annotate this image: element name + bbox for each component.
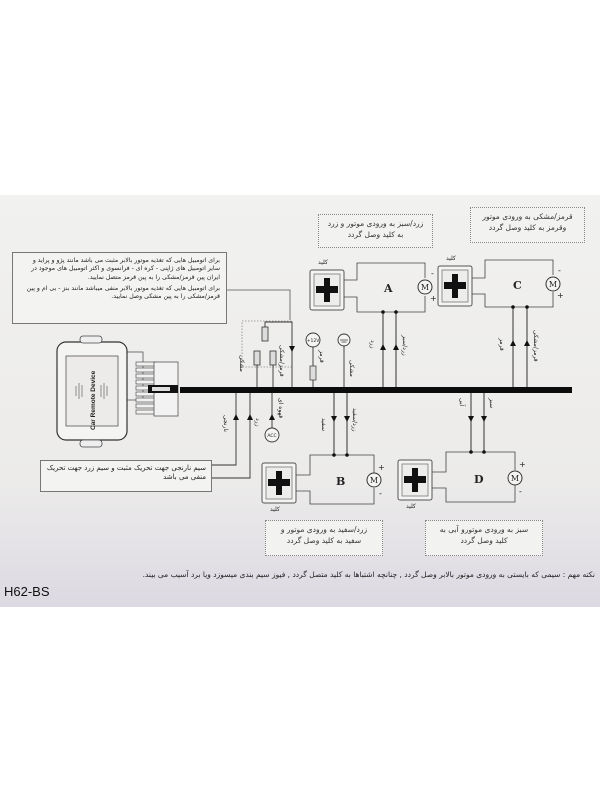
wire-label-blue-d: آبی [458,398,465,407]
svg-text:+: + [519,460,526,469]
switch-label-a: کلید [318,259,328,266]
svg-text:-: - [558,266,561,275]
note-bottom-left: سیم نارنجی جهت تحریک مثبت و سیم زرد جهت … [40,460,212,492]
svg-text:+: + [557,291,564,300]
wire-label-green-d: سبز [488,398,495,409]
model-code: H62-BS [4,584,50,599]
remote-device: Car Remote Device [56,335,128,448]
note-top-left: برای اتومبیل هایی که تغذیه موتور بالابر … [12,252,227,324]
wire-label-red-c: قرمز [498,338,505,351]
wire-label-yellowgreen-a: زرد/سبز [401,335,408,356]
note-motor-b: زرد/سفید به ورودی موتور و سفید به کلید و… [265,520,383,556]
switch-label-d: کلید [406,503,416,510]
wire-label-black-fuse: مشکی [238,355,245,372]
svg-text:-: - [519,487,522,496]
motor-label-d: D [474,473,484,486]
note-motor-d: سبز به ورودی موتورو آبی به کلید وصل گردد [425,520,543,556]
svg-text:Car Remote Device: Car Remote Device [90,370,97,430]
svg-text:+12V: +12V [307,338,320,344]
wire-label-redblack-c: قرمز/مشکی [532,330,539,362]
wire-label-yellow: زرد [254,418,261,427]
wire-label-brown: قهوه ای [277,398,284,419]
switch-label-c: کلید [446,255,456,262]
note-motor-a: زرد/سبز به ورودی موتور و زرد به کلید وصل… [318,214,433,248]
wire-label-yellowwhite-b: زرد/سفید [351,408,358,432]
motor-label-a: A [383,282,393,295]
connector-harness [124,351,179,417]
svg-text:+: + [430,294,437,303]
motor-label-b: B [336,475,345,488]
svg-text:ACC: ACC [267,433,276,439]
switch-label-b: کلید [270,506,280,513]
wire-label-orange: نارنجی [222,415,229,432]
motor-label-c: C [513,279,522,292]
wire-label-yellow-a: زرد [369,340,376,349]
wire-label-white-b: سفید [320,418,327,432]
svg-text:-: - [379,489,382,498]
wire-label-black-ground: مشکی [348,360,355,377]
svg-text:-: - [431,269,434,278]
wire-label-red-12v: قرمز [318,350,325,363]
important-note: نکته مهم : سیمی که بایستی به ورودی موتور… [142,570,595,579]
wire-label-redblack-fuse: قرمز/مشکی [278,345,285,377]
svg-text:+: + [378,463,385,472]
note-motor-c: قرمز/مشکی به ورودی موتور وقرمز به کلید و… [470,207,585,243]
